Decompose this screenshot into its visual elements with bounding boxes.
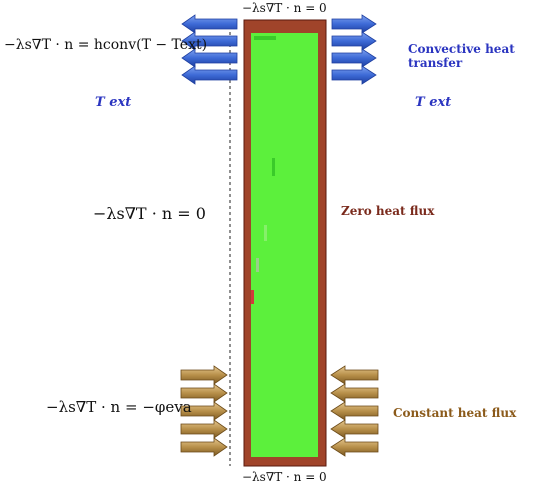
arrow-right-icon (180, 365, 228, 385)
label-t-ext-left: T ext (95, 95, 132, 110)
arrow-left-icon (330, 365, 379, 385)
equation-zero-flux: −λs∇T · n = 0 (93, 204, 206, 223)
convective-arrows-right (331, 14, 377, 85)
flux-arrows-left (180, 365, 228, 457)
equation-convective: −λs∇T · n = hconv(T − Text) (4, 37, 208, 53)
arrow-left-icon (181, 65, 238, 85)
interior-streak (264, 225, 267, 241)
arrow-left-icon (330, 383, 379, 403)
label-convective-heat-transfer: Convective heat transfer (408, 42, 515, 70)
interior-streak (256, 258, 259, 272)
arrow-right-icon (331, 65, 377, 85)
arrow-left-icon (181, 14, 238, 34)
domain-interior (251, 33, 318, 457)
equation-constant-flux: −λs∇T · n = −φeva (46, 398, 192, 416)
convective-arrows-left (181, 14, 238, 85)
arrow-left-icon (181, 31, 238, 51)
label-zero-heat-flux: Zero heat flux (341, 204, 435, 218)
equation-top-boundary: −λs∇T · n = 0 (242, 1, 327, 15)
label-t-ext-right: T ext (415, 95, 452, 110)
arrow-right-icon (331, 14, 377, 34)
flux-arrows-right (330, 365, 379, 457)
arrow-left-icon (181, 48, 238, 68)
arrow-right-icon (180, 383, 228, 403)
arrow-right-icon (180, 401, 228, 421)
interior-streak (254, 36, 276, 40)
arrow-left-icon (330, 419, 379, 439)
arrow-left-icon (330, 401, 379, 421)
arrow-right-icon (331, 48, 377, 68)
label-constant-heat-flux: Constant heat flux (393, 406, 517, 420)
interior-streak (251, 290, 254, 304)
arrow-left-icon (330, 437, 379, 457)
arrow-right-icon (180, 437, 228, 457)
equation-bottom-boundary: −λs∇T · n = 0 (242, 470, 327, 484)
interior-streak (272, 158, 275, 176)
arrow-right-icon (331, 31, 377, 51)
arrow-right-icon (180, 419, 228, 439)
